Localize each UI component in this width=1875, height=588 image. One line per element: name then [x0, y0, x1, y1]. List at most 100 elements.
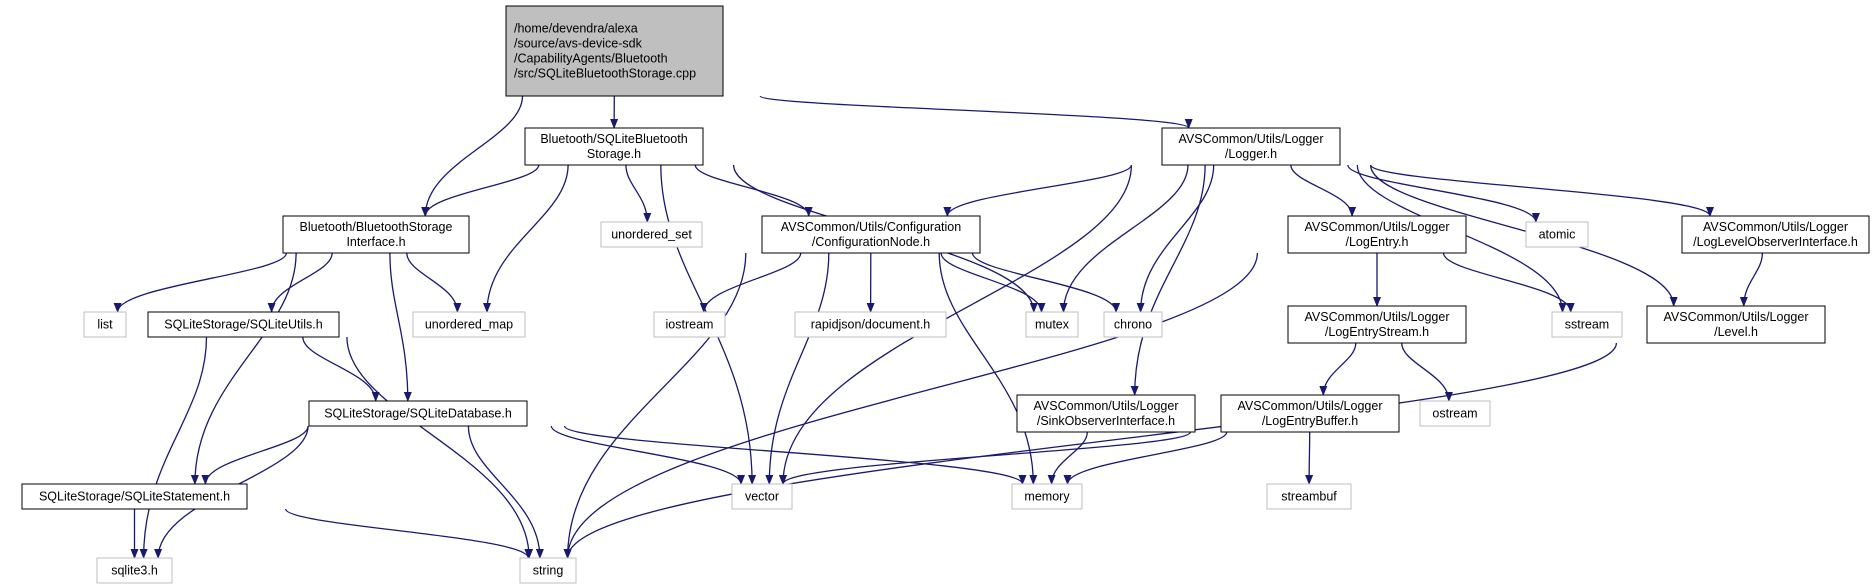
node-label-line: string	[533, 564, 564, 578]
node-box	[21, 483, 248, 510]
node-box	[308, 400, 528, 427]
node-label-line: SQLiteStorage/SQLiteUtils.h	[164, 318, 322, 332]
node-label-line: /LogEntryStream.h	[1325, 325, 1429, 339]
node-log-entry-h[interactable]: AVSCommon/Utils/Logger/LogEntry.h	[1287, 215, 1467, 254]
edge-log_level_observer_h-to-level_h	[1739, 252, 1764, 307]
node-log-entry-stream-h[interactable]: AVSCommon/Utils/Logger/LogEntryStream.h	[1287, 305, 1467, 344]
edge-log_entry_stream_h-to-ostream	[1401, 342, 1453, 402]
edge-level_h-to-string	[563, 342, 1618, 559]
node-box	[794, 311, 947, 338]
edge-bt_storage_interface_h-to-sqlite_database_h	[389, 252, 412, 402]
node-box	[1016, 394, 1196, 433]
edge-log_entry_buffer_h-to-streambuf	[1305, 431, 1314, 485]
node-atomic: atomic	[1525, 221, 1589, 248]
edge-logger_h-to-vector	[779, 164, 1133, 485]
node-log-level-observer-h[interactable]: AVSCommon/Utils/Logger/LogLevelObserverI…	[1681, 215, 1870, 254]
node-label-line: /Logger.h	[1225, 147, 1277, 161]
node-unordered-map: unordered_map	[412, 311, 526, 338]
node-label-line: SQLiteStorage/SQLiteStatement.h	[39, 490, 230, 504]
node-box	[1419, 400, 1491, 427]
node-box	[282, 215, 470, 254]
node-configuration-node-h[interactable]: AVSCommon/Utils/Configuration/Configurat…	[761, 215, 981, 254]
node-sink-observer-h[interactable]: AVSCommon/Utils/Logger/SinkObserverInter…	[1016, 394, 1196, 433]
node-root[interactable]: /home/devendra/alexa/source/avs-device-s…	[505, 5, 724, 97]
node-level-h[interactable]: AVSCommon/Utils/Logger/Level.h	[1646, 305, 1826, 344]
node-label-line: vector	[745, 490, 779, 504]
edge-log_entry_buffer_h-to-vector	[779, 431, 1192, 485]
edge-sqlite_utils_h-to-sqlite_database_h	[302, 336, 380, 402]
node-label-line: /home/devendra/alexa	[514, 22, 638, 36]
edge-logger_h-to-chrono	[1136, 164, 1215, 313]
edge-root-to-logger_h	[759, 95, 1193, 129]
edge-sqlite_utils_h-to-sqlite3_h	[139, 336, 208, 559]
node-box	[1266, 483, 1352, 510]
node-label-line: AVSCommon/Utils/Logger	[1703, 220, 1848, 234]
node-sstream: sstream	[1551, 311, 1623, 338]
edge-configuration_node_h-to-string	[563, 252, 747, 559]
node-label-line: Interface.h	[346, 235, 405, 249]
edge-configuration_node_h-to-vector	[765, 252, 830, 485]
dependency-edges	[113, 95, 1764, 559]
node-box	[519, 557, 577, 584]
node-label-line: /src/SQLiteBluetoothStorage.cpp	[514, 67, 696, 81]
node-label-line: AVSCommon/Utils/Logger	[1179, 132, 1324, 146]
edge-logger_h-to-log_entry_h	[1290, 164, 1357, 217]
node-label-line: /LogEntry.h	[1345, 235, 1408, 249]
node-box	[1025, 311, 1079, 338]
node-box	[1220, 394, 1400, 433]
edge-logger_h-to-mutex	[1059, 164, 1189, 313]
node-sqlite-database-h[interactable]: SQLiteStorage/SQLiteDatabase.h	[308, 400, 528, 427]
edge-sink_observer_h-to-memory	[1047, 431, 1088, 485]
edge-log_entry_h-to-sstream	[1442, 252, 1575, 313]
node-box	[1646, 305, 1826, 344]
node-label-line: AVSCommon/Utils/Logger	[1305, 310, 1450, 324]
node-string: string	[519, 557, 577, 584]
node-logger-h[interactable]: AVSCommon/Utils/Logger/Logger.h	[1161, 127, 1341, 166]
node-label-line: memory	[1024, 490, 1070, 504]
node-label-line: /SinkObserverInterface.h	[1037, 414, 1175, 428]
node-ostream: ostream	[1419, 400, 1491, 427]
edge-sqlite_utils_h-to-string	[346, 336, 534, 559]
edge-logger_h-to-level_h	[1369, 164, 1678, 307]
node-label-line: sqlite3.h	[111, 564, 158, 578]
node-label-line: Bluetooth/SQLiteBluetooth	[540, 132, 687, 146]
edge-log_entry_h-to-string	[563, 252, 1259, 559]
node-memory: memory	[1011, 483, 1083, 510]
node-streambuf: streambuf	[1266, 483, 1352, 510]
edge-logger_h-to-sink_observer_h	[1130, 164, 1206, 396]
node-box	[600, 221, 703, 248]
node-unordered-set: unordered_set	[600, 221, 703, 248]
edge-sqlite_database_h-to-vector	[550, 425, 745, 485]
edge-bt_storage_interface_h-to-sqlite_utils_h	[267, 252, 333, 313]
edge-logger_h-to-configuration_node_h	[943, 164, 1133, 217]
edge-sqlite_bt_storage_h-to-configuration_node_h	[694, 164, 813, 217]
node-vector: vector	[731, 483, 793, 510]
node-label-line: AVSCommon/Utils/Logger	[1034, 399, 1179, 413]
edge-bt_storage_interface_h-to-sqlite_statement_h	[190, 252, 297, 485]
node-sqlite-utils-h[interactable]: SQLiteStorage/SQLiteUtils.h	[147, 311, 340, 338]
node-label-line: /LogEntryBuffer.h	[1262, 414, 1358, 428]
node-log-entry-buffer-h[interactable]: AVSCommon/Utils/Logger/LogEntryBuffer.h	[1220, 394, 1400, 433]
node-box	[524, 127, 704, 166]
edge-configuration_node_h-to-mutex	[940, 252, 1046, 313]
node-sqlite-bt-storage-h[interactable]: Bluetooth/SQLiteBluetoothStorage.h	[524, 127, 704, 166]
node-label-line: /LogLevelObserverInterface.h	[1693, 235, 1858, 249]
node-box	[761, 215, 981, 254]
node-label-line: /ConfigurationNode.h	[812, 235, 930, 249]
node-list: list	[83, 311, 127, 338]
edge-sqlite_bt_storage_h-to-unordered_set	[625, 164, 652, 223]
node-sqlite-statement-h[interactable]: SQLiteStorage/SQLiteStatement.h	[21, 483, 248, 510]
edge-sqlite_database_h-to-memory	[563, 425, 1027, 485]
dependency-nodes: /home/devendra/alexa/source/avs-device-s…	[21, 5, 1870, 584]
node-box	[83, 311, 127, 338]
node-label-line: rapidjson/document.h	[811, 318, 931, 332]
node-label-line: AVSCommon/Utils/Logger	[1305, 220, 1450, 234]
node-iostream: iostream	[653, 311, 726, 338]
node-box	[147, 311, 340, 338]
edge-configuration_node_h-to-chrono	[971, 252, 1121, 313]
node-box	[1681, 215, 1870, 254]
node-label-line: chrono	[1114, 318, 1152, 332]
edge-configuration_node_h-to-iostream	[699, 252, 802, 313]
